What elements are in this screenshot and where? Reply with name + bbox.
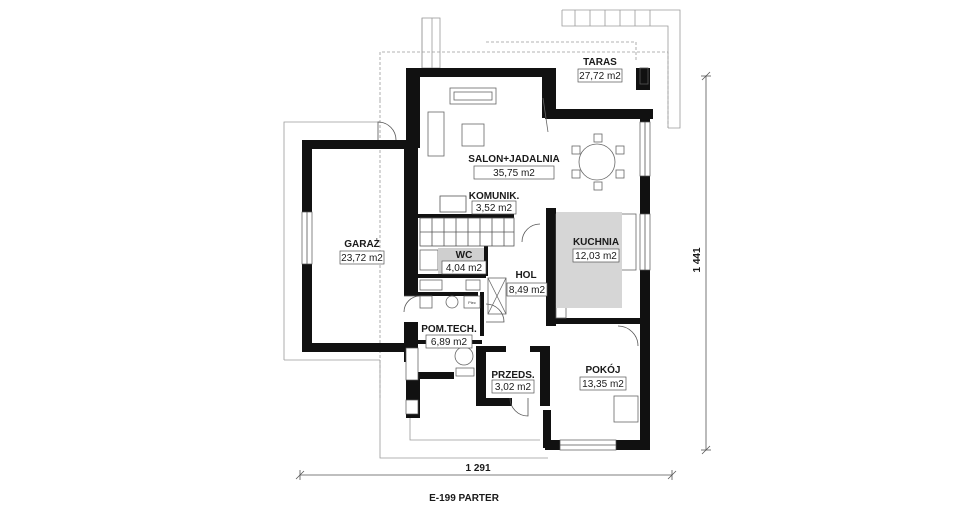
room-pomtech-area: 6,89 m2 [431,337,468,348]
room-przeds-name: PRZEDS. [491,370,535,381]
dimension-width-label: 1 291 [465,463,490,474]
room-przeds: PRZEDS. 3,02 m2 [491,370,535,394]
stairs [419,217,515,247]
room-wc-area: 4,04 m2 [446,263,483,274]
windows [301,121,651,451]
room-komunik: KOMUNIK. 3,52 m2 [469,191,520,215]
room-kuchnia-area: 12,03 m2 [575,251,617,262]
dimension-width: 1 291 [295,463,677,480]
room-taras-area: 27,72 m2 [579,71,621,82]
room-kuchnia-name: KUCHNIA [573,237,619,248]
dimension-depth: 1 441 [692,71,711,455]
room-komunik-area: 3,52 m2 [476,203,513,214]
dimension-depth-label: 1 441 [692,247,703,272]
room-garaz-area: 23,72 m2 [341,253,383,264]
room-hol-name: HOL [515,270,536,281]
room-pokoj-name: POKÓJ [585,363,620,376]
room-pomtech-name: POM.TECH. [421,324,477,335]
room-wc-name: WC [456,250,473,261]
appliance-label: Piec [468,300,476,305]
room-garaz: GARAŻ 23,72 m2 [339,237,385,265]
plan-title: E-199 PARTER [429,493,500,504]
room-pomtech: POM.TECH. 6,89 m2 [421,324,477,349]
room-pokoj-area: 13,35 m2 [582,379,624,390]
room-wc: WC 4,04 m2 [441,250,487,275]
room-pokoj: POKÓJ 13,35 m2 [579,363,627,391]
room-salon-name: SALON+JADALNIA [468,154,559,165]
room-taras-name: TARAS [583,57,617,68]
room-komunik-name: KOMUNIK. [469,191,520,202]
room-salon-area: 35,75 m2 [493,168,535,179]
room-hol-area: 8,49 m2 [509,285,546,296]
room-hol: HOL 8,49 m2 [506,270,548,297]
room-garaz-name: GARAŻ [344,237,380,250]
room-kuchnia: KUCHNIA 12,03 m2 [572,237,620,263]
room-salon: SALON+JADALNIA 35,75 m2 [468,154,560,180]
room-przeds-area: 3,02 m2 [495,382,532,393]
room-taras: TARAS 27,72 m2 [577,57,623,83]
